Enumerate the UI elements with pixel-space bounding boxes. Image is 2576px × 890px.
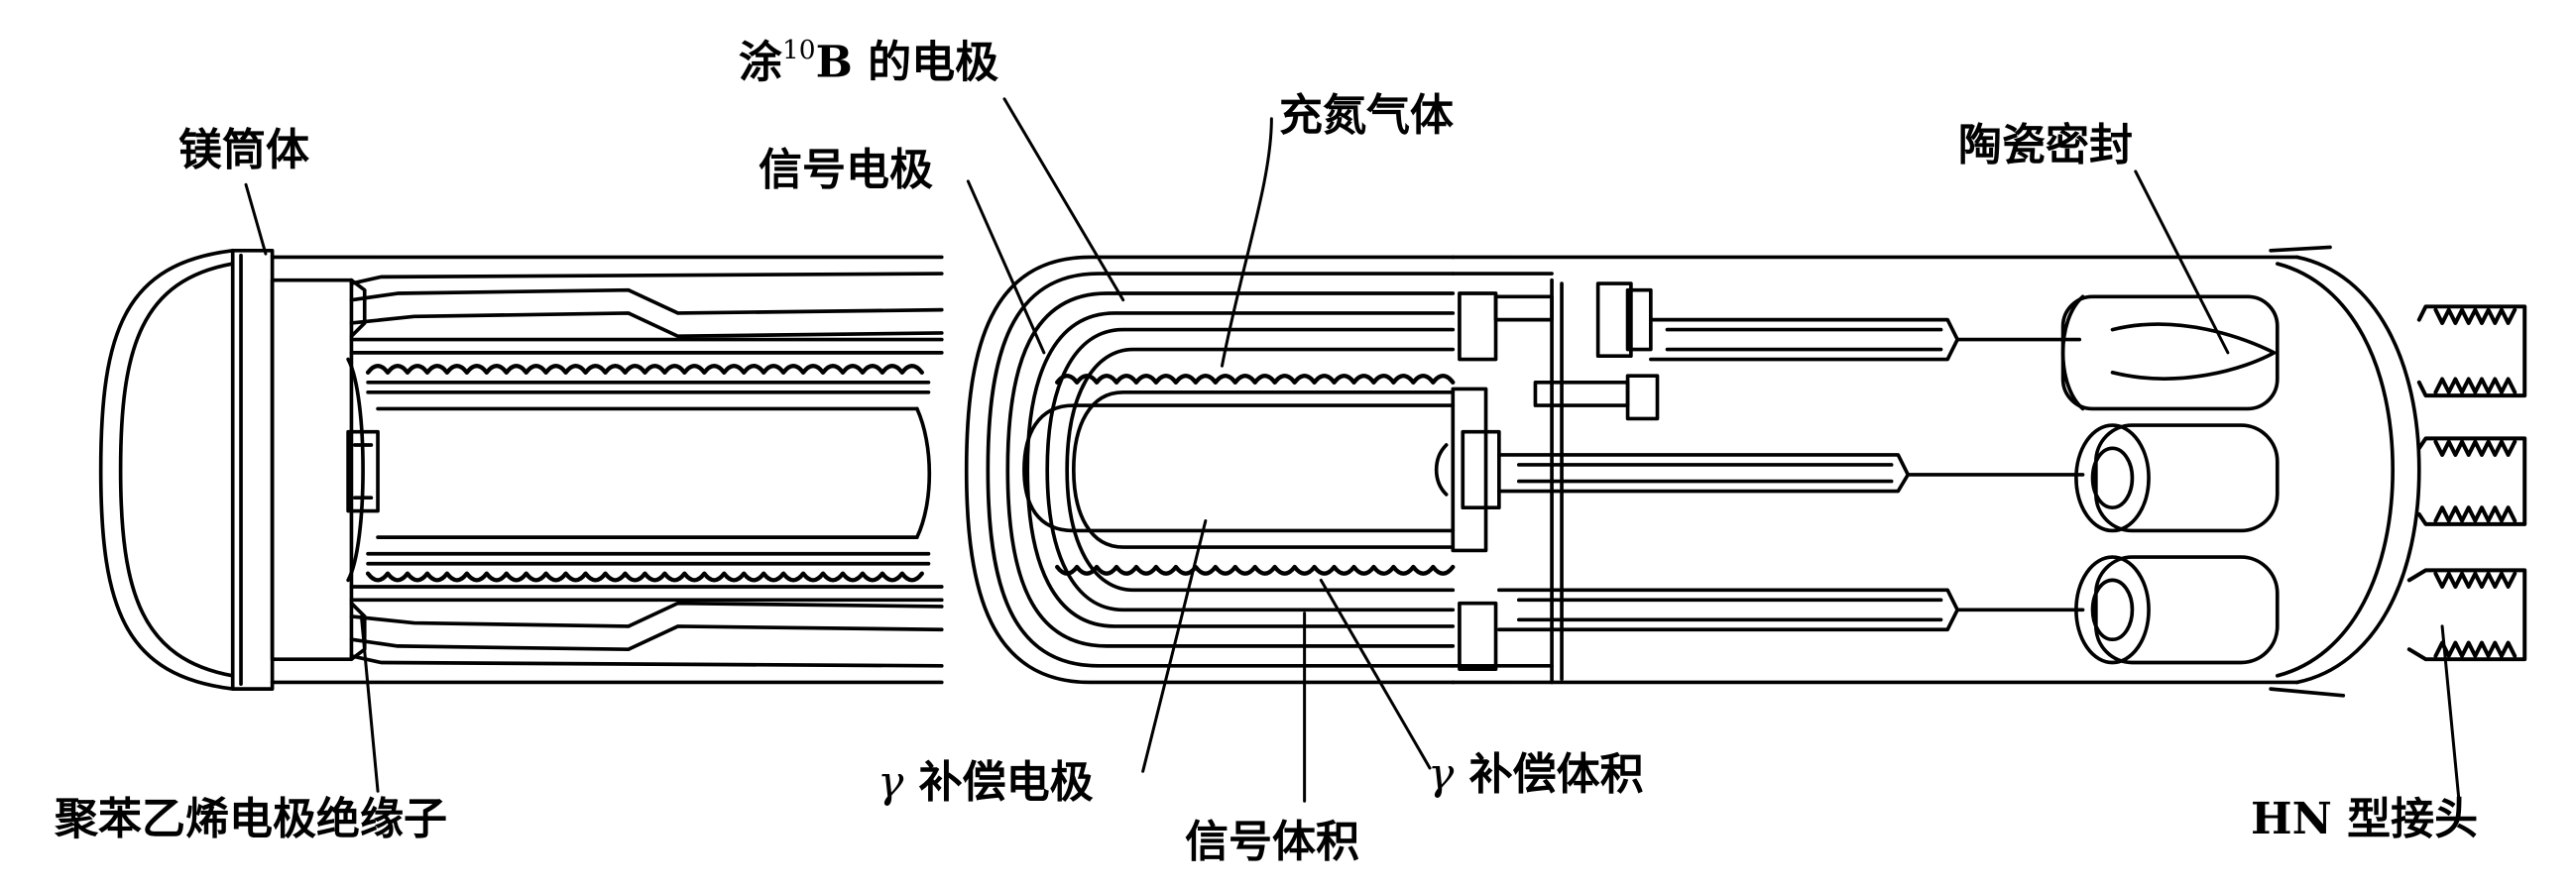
right-section <box>964 245 2527 698</box>
label-mg-cylinder: 镁筒体 <box>178 125 309 175</box>
leader-mg <box>244 182 268 256</box>
label-boron-electrode: 涂10B 的电极 <box>739 35 999 88</box>
leader-lines <box>244 97 2461 803</box>
label-signal-electrode: 信号电极 <box>759 145 933 195</box>
leader-hn <box>2440 624 2461 800</box>
leader-boron <box>1002 97 1125 302</box>
left-end-cap <box>98 248 235 691</box>
right-end-cap <box>2294 255 2421 685</box>
label-signal-volume: 信号体积 <box>1185 817 1359 867</box>
label-gamma-volume: γ 补偿体积 <box>1428 749 1644 800</box>
leader-insulator <box>359 614 380 793</box>
signal-coil-bottom <box>1055 564 1456 576</box>
mg-flange <box>230 248 275 691</box>
leader-nitrogen <box>1220 117 1273 368</box>
left-section <box>98 248 944 691</box>
feedthrough-rods <box>1497 317 2085 632</box>
label-ceramic-seal: 陶瓷密封 <box>1958 120 2133 170</box>
leader-signal-electrode <box>966 179 1046 355</box>
label-gamma-electrode: γ 补偿电极 <box>878 757 1094 808</box>
left-coil-top <box>365 364 924 375</box>
label-insulator: 聚苯乙烯电极绝缘子 <box>55 794 447 844</box>
label-hn-connector: HN 型接头 <box>2251 794 2479 844</box>
leader-ceramic <box>2134 169 2230 355</box>
leader-gamma-volume <box>1319 578 1432 770</box>
left-center-pin <box>346 429 380 513</box>
insulator-post-top <box>349 278 367 339</box>
label-nitrogen-gas: 充氮气体 <box>1279 90 1454 141</box>
hn-connectors <box>2406 304 2527 662</box>
left-coil-bottom <box>365 571 924 583</box>
leader-gamma-electrode <box>1141 518 1208 773</box>
insulator-post-bottom <box>349 601 367 662</box>
ceramic-seals <box>2060 294 2280 665</box>
gamma-electrode-rod <box>1022 403 1456 533</box>
signal-coil-top <box>1055 374 1456 385</box>
